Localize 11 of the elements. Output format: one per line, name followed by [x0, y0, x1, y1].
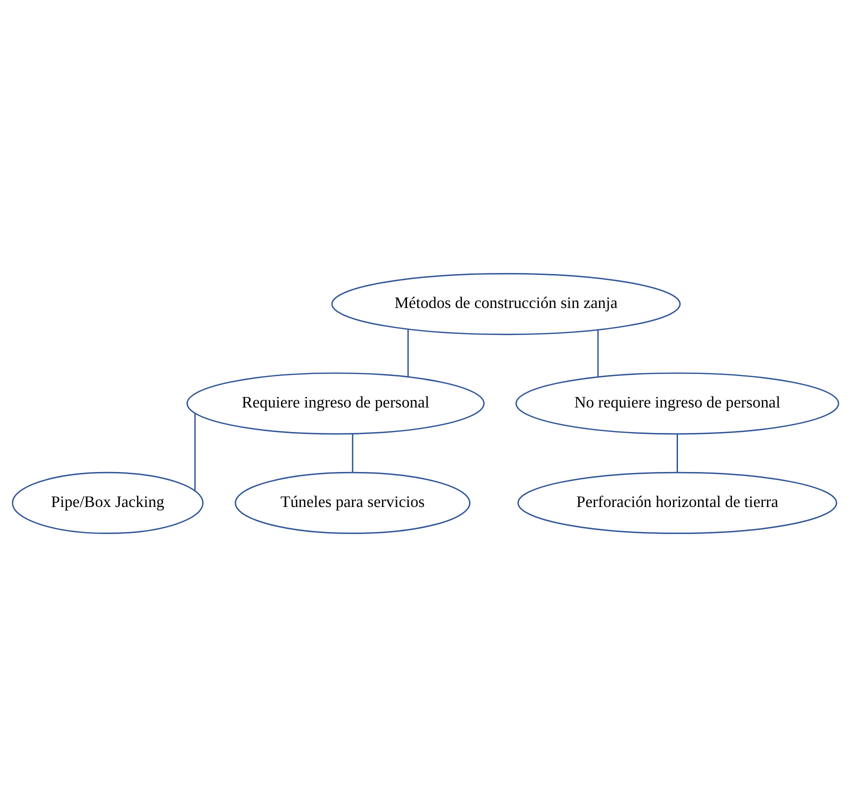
node-ellipse: No requiere ingreso de personal — [515, 372, 840, 435]
node-ellipse: Métodos de construcción sin zanja — [331, 272, 681, 336]
node-ellipse: Túneles para servicios — [234, 472, 470, 534]
connector — [597, 330, 599, 377]
node-ellipse: Requiere ingreso de personal — [186, 372, 485, 435]
connector — [407, 329, 409, 377]
connector — [676, 434, 678, 472]
node-ellipse: Perforación horizontal de tierra — [517, 472, 838, 534]
node-ellipse: Pipe/Box Jacking — [12, 472, 204, 534]
connector — [194, 413, 196, 491]
connector — [352, 434, 354, 472]
